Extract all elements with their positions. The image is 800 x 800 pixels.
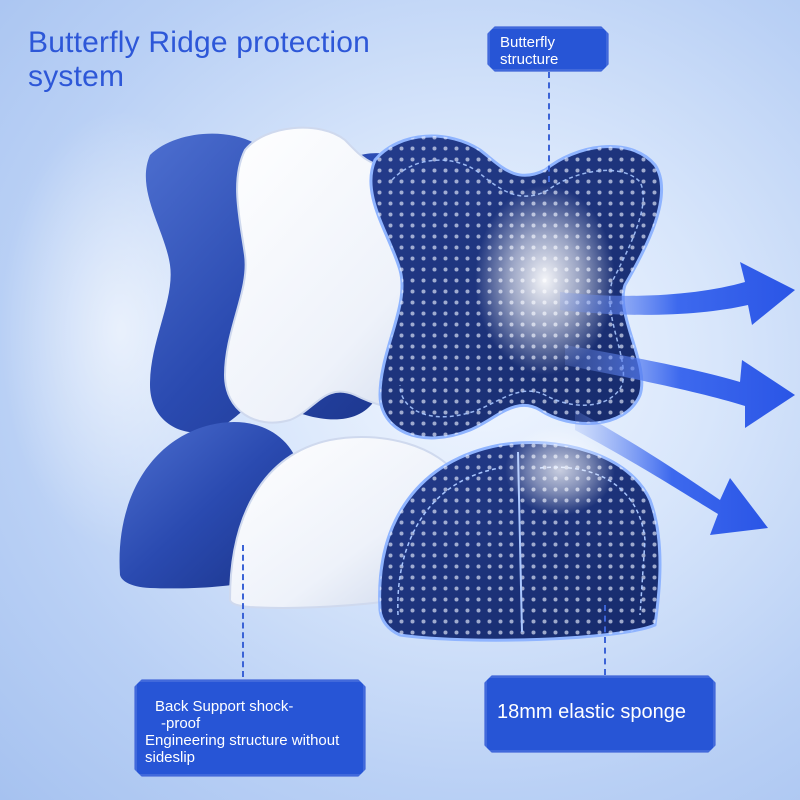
mist-cloud	[475, 185, 615, 375]
callout-leader-line	[604, 605, 606, 675]
callout-leader-line	[242, 545, 244, 677]
airflow-arrow-icon	[565, 345, 795, 428]
callout-text: Butterfly	[500, 34, 556, 51]
page-title: Butterfly Ridge protection system	[28, 26, 371, 93]
callout-butterfly-structure: Butterfly structure	[487, 26, 609, 72]
callout-leader-line	[548, 72, 550, 182]
callout-text: Engineering structure without	[145, 732, 340, 749]
callout-text: 18mm elastic sponge	[497, 701, 686, 723]
mist-cloud	[505, 425, 615, 515]
airflow-arrow-icon	[560, 262, 795, 325]
callout-elastic-sponge: 18mm elastic sponge	[484, 675, 716, 753]
callout-text: Back Support shock-	[155, 698, 294, 715]
callout-text: structure	[500, 51, 559, 68]
callout-text: sideslip	[145, 749, 196, 766]
callout-back-support: Back Support shock- -proof Engineering s…	[134, 679, 366, 777]
airflow-arrow-icon	[575, 410, 768, 535]
callout-text: -proof	[161, 715, 201, 732]
